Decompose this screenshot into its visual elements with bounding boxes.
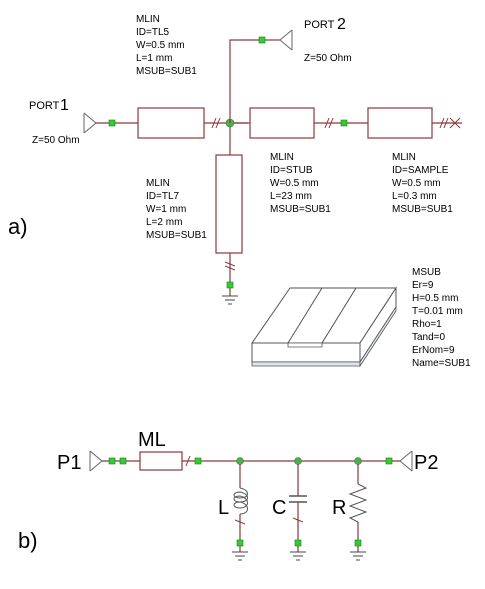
wire-junction-port2 — [229, 39, 262, 123]
node-l — [236, 457, 244, 465]
port-1-name: PORT — [29, 100, 60, 112]
svg-text:L=0.3 mm: L=0.3 mm — [392, 191, 437, 202]
svg-text:W=0.5 mm: W=0.5 mm — [392, 178, 441, 189]
svg-text:ID=STUB: ID=STUB — [270, 165, 313, 176]
svg-text:L=23 mm: L=23 mm — [270, 191, 312, 202]
tl7-label: MLIN ID=TL7 W=1 mm L=2 mm MSUB=SUB1 — [146, 178, 207, 241]
svg-text:L=1 mm: L=1 mm — [136, 53, 172, 64]
svg-text:W=0.5 mm: W=0.5 mm — [270, 178, 319, 189]
inductor-symbol — [232, 464, 248, 561]
port-2-number: 2 — [337, 16, 346, 33]
panel-a-label: a) — [8, 214, 28, 239]
svg-text:MLIN: MLIN — [146, 178, 170, 189]
node-c — [294, 457, 302, 465]
port-2-symbol — [279, 29, 293, 51]
svg-text:ErNom=9: ErNom=9 — [412, 345, 455, 356]
port-1-number: 1 — [60, 97, 69, 114]
svg-text:MSUB=SUB1: MSUB=SUB1 — [270, 204, 331, 215]
resistor-symbol — [348, 464, 368, 561]
svg-text:MSUB=SUB1: MSUB=SUB1 — [392, 204, 453, 215]
port-1-impedance: Z=50 Ohm — [32, 135, 80, 146]
ml-line — [139, 451, 183, 471]
sample-label: MLIN ID=SAMPLE W=0.5 mm L=0.3 mm MSUB=SU… — [392, 152, 453, 215]
svg-text:ID=SAMPLE: ID=SAMPLE — [392, 165, 449, 176]
l-label: L — [218, 497, 229, 519]
stub-label: MLIN ID=STUB W=0.5 mm L=23 mm MSUB=SUB1 — [270, 152, 331, 215]
port-1: PORT 1 Z=50 Ohm — [29, 97, 97, 146]
port-2-name: PORT — [304, 19, 335, 31]
tl7-ground-pin — [226, 281, 234, 289]
port-2-pin — [258, 36, 266, 44]
port-2-impedance: Z=50 Ohm — [304, 53, 352, 64]
p1-label: P1 — [57, 452, 81, 474]
svg-text:W=1 mm: W=1 mm — [146, 204, 186, 215]
svg-text:Er=9: Er=9 — [412, 280, 434, 291]
svg-text:MLIN: MLIN — [136, 14, 160, 25]
tl5-line — [137, 107, 205, 139]
tl5-label: MLIN ID=TL5 W=0.5 mm L=1 mm MSUB=SUB1 — [136, 14, 197, 77]
ground-symbol-tl7 — [222, 295, 238, 305]
sample-line — [367, 107, 433, 139]
msub-label: MSUB Er=9 H=0.5 mm T=0.01 mm Rho=1 Tand=… — [412, 267, 471, 369]
r-label: R — [332, 497, 346, 519]
c-label: C — [272, 497, 286, 519]
ml-label: ML — [138, 429, 166, 451]
substrate-illustration — [251, 286, 397, 368]
svg-text:Tand=0: Tand=0 — [412, 332, 446, 343]
svg-text:Name=SUB1: Name=SUB1 — [412, 358, 471, 369]
svg-text:Rho=1: Rho=1 — [412, 319, 442, 330]
node-r — [354, 457, 362, 465]
svg-text:W=0.5 mm: W=0.5 mm — [136, 40, 185, 51]
svg-text:MLIN: MLIN — [392, 152, 416, 163]
stub-line — [249, 107, 315, 139]
svg-text:MSUB=SUB1: MSUB=SUB1 — [136, 66, 197, 77]
port-2: PORT 2 Z=50 Ohm — [279, 16, 352, 64]
tl7-line — [215, 154, 243, 254]
svg-text:MLIN: MLIN — [270, 152, 294, 163]
svg-text:H=0.5 mm: H=0.5 mm — [412, 293, 458, 304]
port-1-pin — [108, 119, 116, 127]
svg-text:MSUB=SUB1: MSUB=SUB1 — [146, 230, 207, 241]
stub-sample-pin — [340, 119, 348, 127]
panel-a: PORT 1 Z=50 Ohm PORT 2 Z=50 Ohm — [8, 14, 471, 369]
p1-port-symbol — [89, 450, 103, 472]
svg-text:ID=TL5: ID=TL5 — [136, 27, 170, 38]
p2-port-symbol — [399, 450, 413, 472]
svg-text:L=2 mm: L=2 mm — [146, 217, 182, 228]
port-1-symbol — [83, 112, 97, 134]
svg-text:ID=TL7: ID=TL7 — [146, 191, 180, 202]
p2-label: P2 — [414, 452, 438, 474]
panel-b-label: b) — [18, 528, 38, 553]
svg-text:T=0.01 mm: T=0.01 mm — [412, 306, 463, 317]
svg-text:MSUB: MSUB — [412, 267, 441, 278]
panel-b: P1 ML P2 L — [18, 429, 438, 561]
capacitor-symbol — [289, 464, 307, 561]
